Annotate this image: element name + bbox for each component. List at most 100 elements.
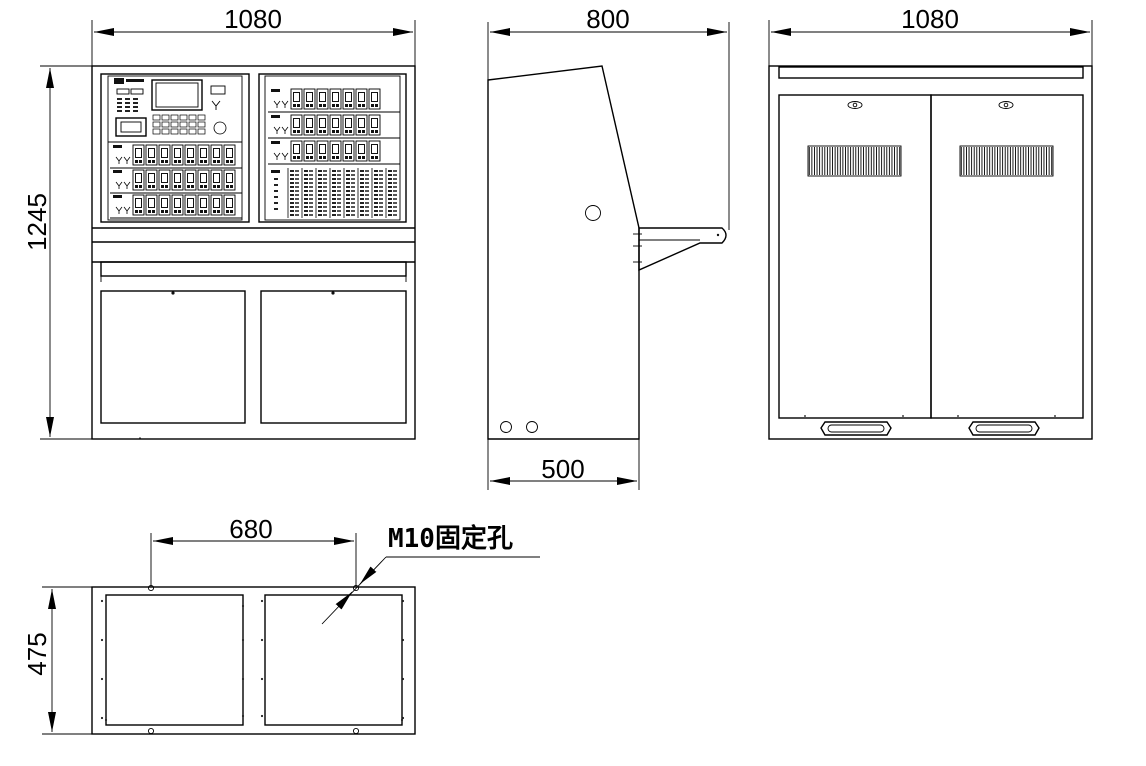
base-hole-spacing-label: 680 bbox=[229, 514, 272, 544]
multiline-led bbox=[360, 178, 364, 180]
multiline-led bbox=[360, 174, 364, 176]
multiline-led bbox=[290, 202, 294, 204]
keypad-key bbox=[170, 128, 179, 135]
card-row bbox=[110, 194, 242, 219]
multiline-led bbox=[388, 178, 392, 180]
row-logo bbox=[271, 170, 280, 173]
multiline-led bbox=[374, 194, 378, 196]
side-cabinet-outline bbox=[487, 65, 640, 440]
multiline-led bbox=[360, 206, 364, 208]
base-view: 680 475 M10固定孔 bbox=[22, 514, 540, 735]
loop-card bbox=[132, 144, 145, 166]
row-logo bbox=[113, 145, 122, 148]
multiline-led bbox=[360, 198, 364, 200]
loop-card bbox=[197, 144, 210, 166]
multiline-led bbox=[290, 178, 294, 180]
speaker-icon bbox=[213, 121, 227, 135]
multiline-led bbox=[318, 186, 322, 188]
base-dot bbox=[260, 638, 264, 642]
loop-card bbox=[342, 88, 355, 110]
loop-card bbox=[355, 114, 368, 136]
rear-view: 1080 bbox=[768, 4, 1093, 440]
rear-right-handle bbox=[968, 421, 1040, 436]
card-row bbox=[268, 88, 400, 113]
loop-card bbox=[329, 140, 342, 162]
keypad-key bbox=[170, 121, 179, 128]
loop-card bbox=[145, 194, 158, 216]
keypad-key bbox=[179, 128, 188, 135]
loop-card bbox=[290, 140, 303, 162]
base-dot bbox=[241, 604, 245, 608]
multiline-led bbox=[346, 178, 350, 180]
side-depth-label: 800 bbox=[586, 4, 629, 34]
multiline-led bbox=[304, 202, 308, 204]
rear-width-label: 1080 bbox=[901, 4, 959, 34]
multiline-led bbox=[290, 198, 294, 200]
keypad-key bbox=[188, 121, 197, 128]
multiline-led bbox=[374, 182, 378, 184]
indicator-led bbox=[133, 98, 138, 100]
keypad-key bbox=[197, 128, 206, 135]
multiline-led bbox=[332, 206, 336, 208]
base-dot bbox=[100, 716, 104, 720]
loop-card bbox=[355, 140, 368, 162]
multiline-led bbox=[332, 210, 336, 212]
multiline-led bbox=[290, 174, 294, 176]
loop-card bbox=[290, 88, 303, 110]
loop-card bbox=[210, 194, 223, 216]
loop-card bbox=[316, 140, 329, 162]
base-hole-spacing-dimension: 680 bbox=[150, 514, 357, 587]
multiline-led bbox=[290, 214, 294, 216]
base-depth-label: 475 bbox=[22, 632, 52, 675]
side-hole bbox=[585, 205, 601, 221]
multiline-led bbox=[346, 206, 350, 208]
loop-card bbox=[158, 144, 171, 166]
multiline-led bbox=[318, 174, 322, 176]
multiline-led bbox=[304, 198, 308, 200]
multiline-led bbox=[346, 190, 350, 192]
loop-card bbox=[171, 169, 184, 191]
card-row bbox=[268, 114, 400, 139]
multiline-led bbox=[290, 182, 294, 184]
indicator-led bbox=[125, 106, 130, 108]
mounting-hole bbox=[147, 727, 155, 735]
loop-card bbox=[145, 144, 158, 166]
multiline-led bbox=[388, 214, 392, 216]
base-left-opening bbox=[105, 594, 244, 726]
multiline-led bbox=[346, 194, 350, 196]
row-logo bbox=[113, 170, 122, 173]
keypad-key bbox=[197, 114, 206, 121]
indicator-led bbox=[125, 110, 130, 112]
loop-card bbox=[316, 88, 329, 110]
base-dot bbox=[104, 718, 108, 722]
multiline-led bbox=[290, 194, 294, 196]
base-dot bbox=[100, 638, 104, 642]
multiline-led bbox=[290, 210, 294, 212]
multiline-led bbox=[388, 170, 392, 172]
base-dot bbox=[241, 677, 245, 681]
left-card-rows bbox=[110, 144, 242, 219]
keypad-key bbox=[161, 121, 170, 128]
multiline-led bbox=[318, 170, 322, 172]
side-base-label: 500 bbox=[541, 454, 584, 484]
keypad-key bbox=[197, 121, 206, 128]
multiline-led bbox=[360, 202, 364, 204]
row-logo bbox=[271, 141, 280, 144]
front-width-dimension: 1080 bbox=[91, 4, 416, 70]
front-height-label: 1245 bbox=[22, 193, 52, 251]
multiline-led bbox=[346, 214, 350, 216]
front-width-label: 1080 bbox=[224, 4, 282, 34]
multiline-led bbox=[374, 170, 378, 172]
mounting-hole bbox=[352, 584, 360, 592]
keypad-key bbox=[170, 114, 179, 121]
front-height-dimension: 1245 bbox=[22, 65, 96, 440]
base-depth-dimension: 475 bbox=[22, 586, 96, 735]
multiline-led bbox=[332, 174, 336, 176]
loop-card bbox=[290, 114, 303, 136]
rear-right-lock-icon bbox=[998, 101, 1014, 109]
multiline-led bbox=[346, 198, 350, 200]
loop-card bbox=[329, 88, 342, 110]
multiline-led bbox=[374, 178, 378, 180]
multiline-led bbox=[318, 202, 322, 204]
multiline-led bbox=[318, 210, 322, 212]
